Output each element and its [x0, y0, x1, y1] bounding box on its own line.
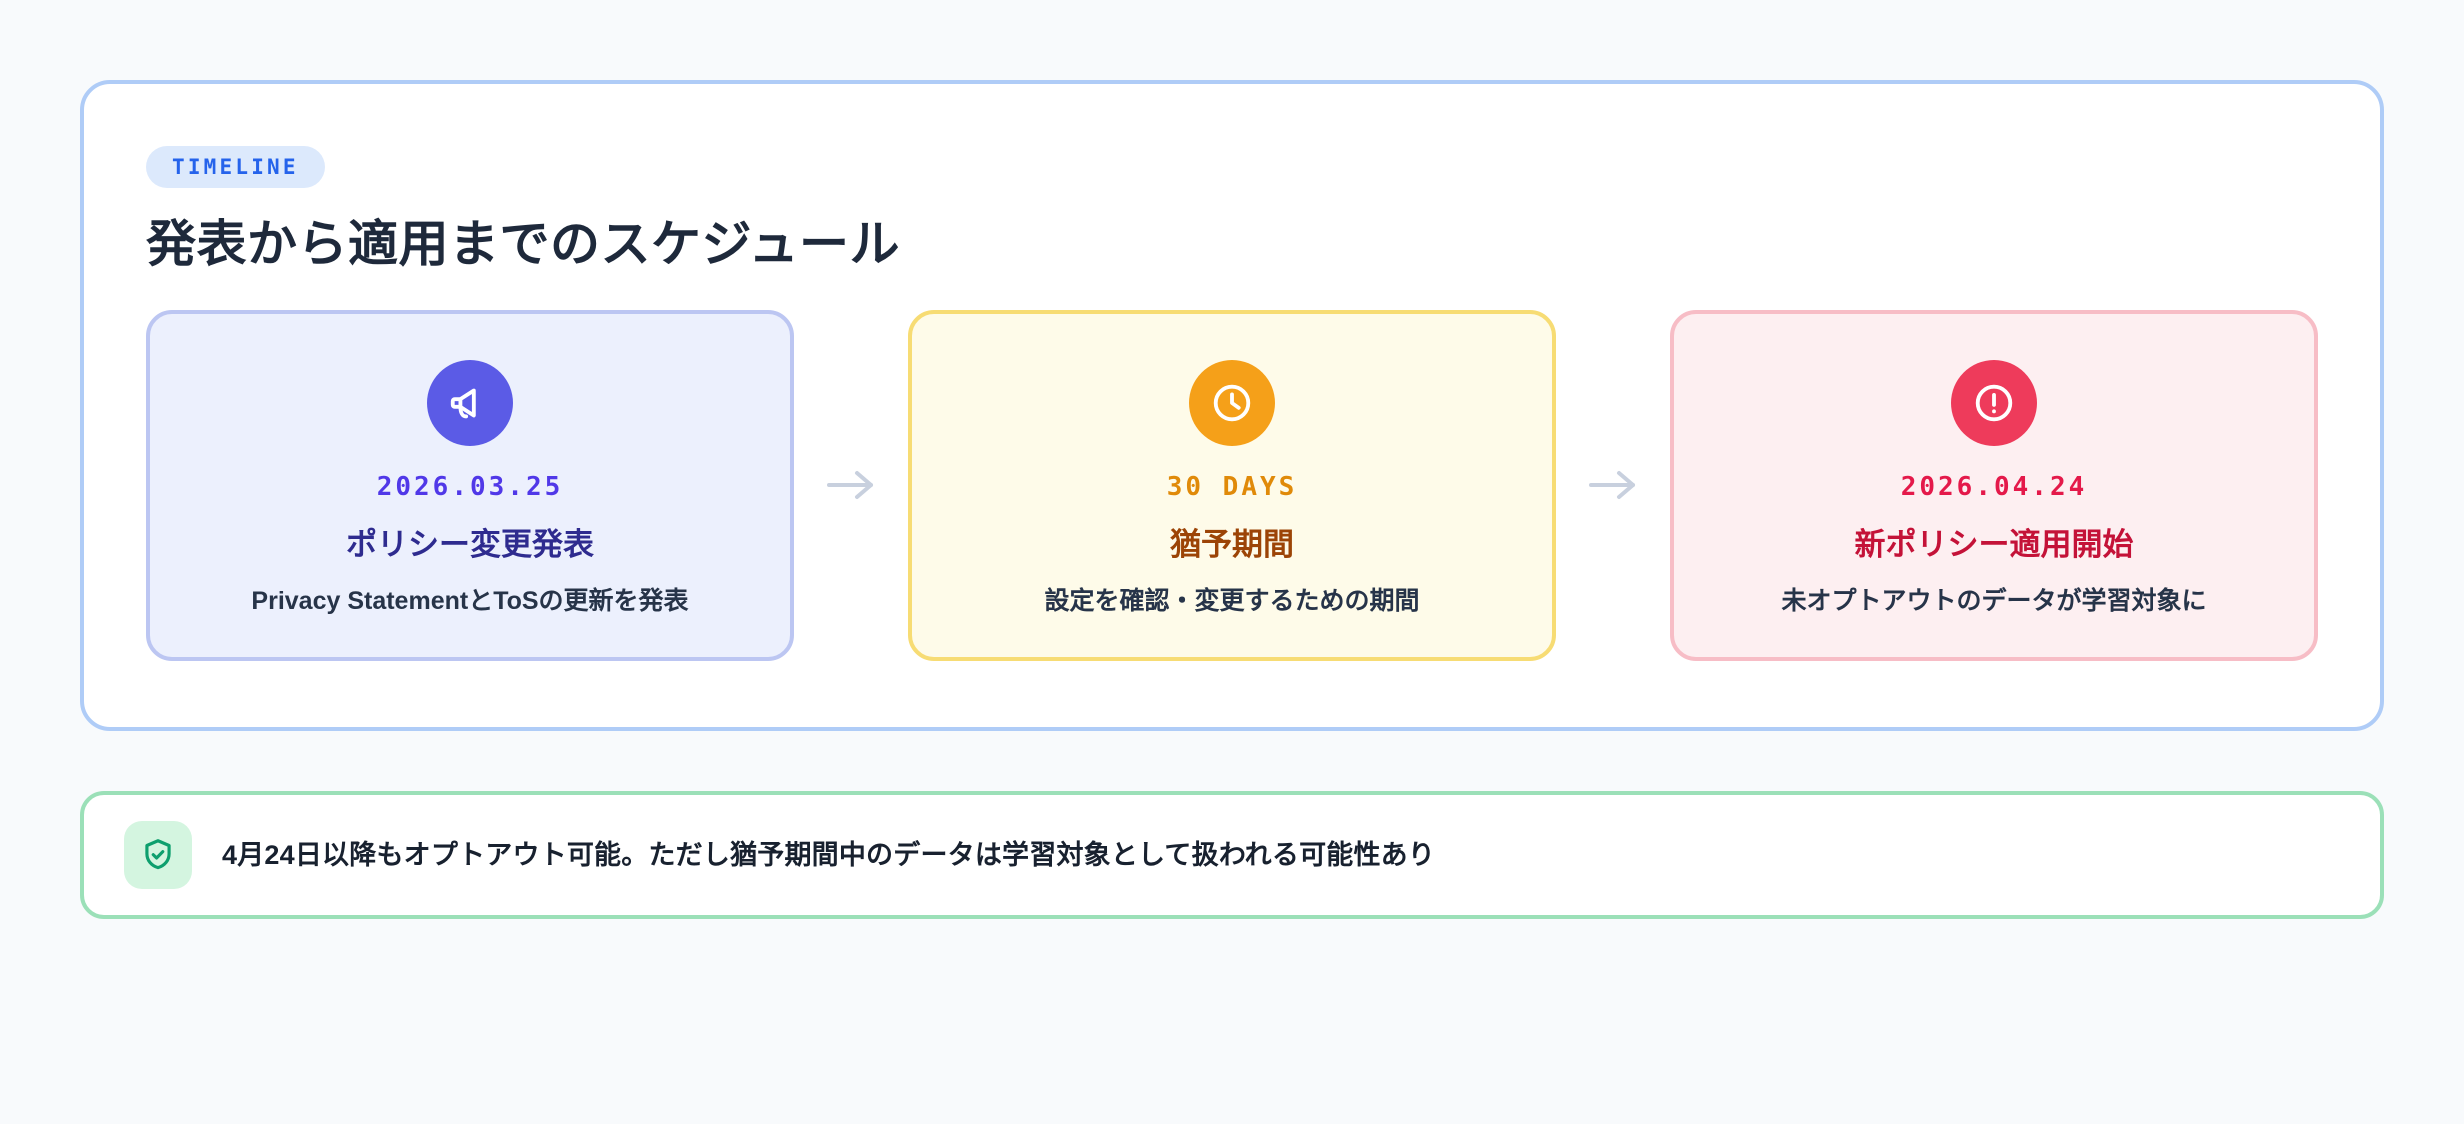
timeline-step-title: 新ポリシー適用開始	[1854, 526, 2134, 562]
page-title: 発表から適用までのスケジュール	[146, 216, 900, 272]
arrow-right-icon	[1556, 310, 1670, 662]
timeline-step-3[interactable]: 2026.04.24 新ポリシー適用開始 未オプトアウトのデータが学習対象に	[1670, 309, 2318, 662]
timeline-steps: 2026.03.25 ポリシー変更発表 Privacy StatementとTo…	[146, 309, 2318, 662]
footnote-card: 4月24日以降もオプトアウト可能。ただし猶予期間中のデータは学習対象として扱われ…	[80, 791, 2384, 920]
timeline-step-description: 未オプトアウトのデータが学習対象に	[1781, 586, 2207, 615]
timeline-step-title: 猶予期間	[1170, 526, 1294, 562]
timeline-step-title: ポリシー変更発表	[346, 526, 594, 562]
arrow-right-icon	[794, 310, 908, 662]
shield-check-icon	[124, 821, 192, 890]
timeline-badge: TIMELINE	[146, 146, 325, 188]
timeline-step-description: Privacy StatementとToSの更新を発表	[251, 586, 689, 615]
timeline-step-description: 設定を確認・変更するための期間	[1044, 586, 1420, 615]
timeline-step-date: 2026.04.24	[1900, 471, 2088, 502]
timeline-step-1[interactable]: 2026.03.25 ポリシー変更発表 Privacy StatementとTo…	[146, 309, 794, 662]
footnote-text: 4月24日以降もオプトアウト可能。ただし猶予期間中のデータは学習対象として扱われ…	[222, 839, 1436, 870]
timeline-card: TIMELINE 発表から適用までのスケジュール 2026.03.25 ポリシー…	[80, 80, 2384, 732]
timeline-step-date: 2026.03.25	[376, 471, 564, 502]
timeline-step-date: 30 DAYS	[1166, 471, 1298, 502]
megaphone-icon	[427, 359, 513, 446]
timeline-step-2[interactable]: 30 DAYS 猶予期間 設定を確認・変更するための期間	[908, 309, 1556, 662]
alert-circle-icon	[1951, 359, 2037, 446]
clock-icon	[1189, 359, 1275, 446]
